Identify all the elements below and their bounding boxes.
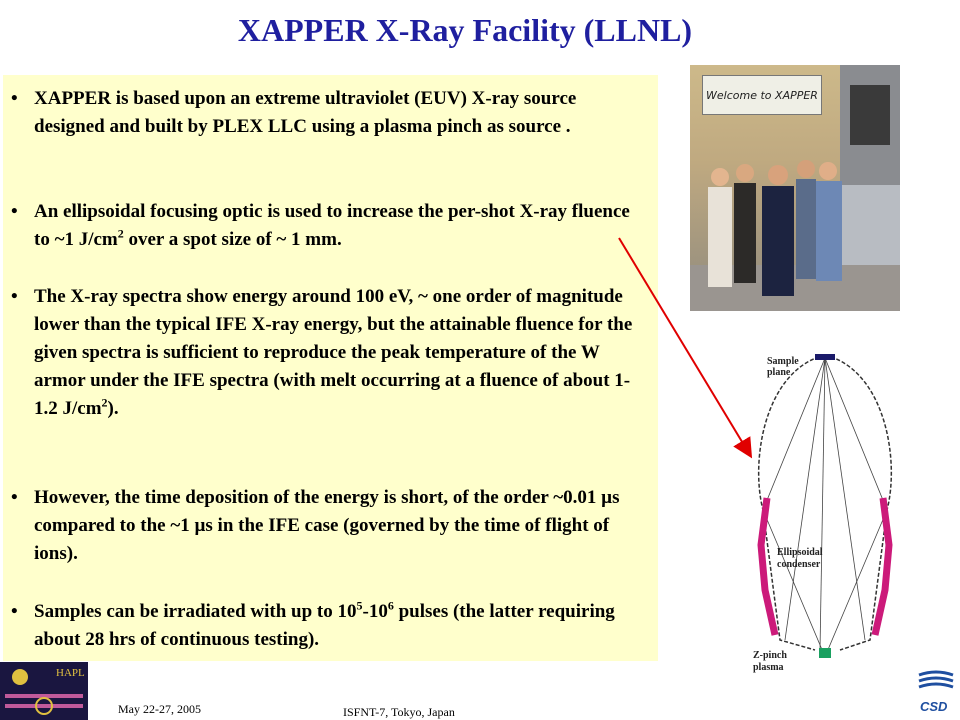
- label-z-pinch: Z-pinch: [753, 650, 787, 661]
- bullet-text: The X-ray spectra show energy around 100…: [34, 286, 633, 419]
- label-ellipsoidal: Ellipsoidal: [777, 547, 823, 558]
- bullet-text: XAPPER is based upon an extreme ultravio…: [34, 88, 577, 137]
- bullet-dot: •: [11, 88, 18, 109]
- bullet-item: • XAPPER is based upon an extreme ultrav…: [11, 85, 643, 141]
- person-body: [816, 181, 842, 281]
- footer-conference: ISFNT-7, Tokyo, Japan: [343, 705, 455, 719]
- slide-title: XAPPER X-Ray Facility (LLNL): [237, 12, 693, 48]
- logo-ring: [35, 697, 53, 715]
- person-body: [734, 183, 756, 283]
- csd-logo-text: CSD: [920, 699, 948, 714]
- person-body: [796, 179, 816, 279]
- person-body: [708, 187, 732, 287]
- person-head: [819, 162, 837, 180]
- red-arrow: [618, 237, 753, 459]
- ray-line: [784, 357, 826, 641]
- footer-date: May 22-27, 2005: [118, 702, 201, 716]
- person-body: [762, 186, 794, 296]
- ray-line: [819, 357, 826, 651]
- team-illustration: [690, 65, 900, 311]
- person-head: [768, 165, 788, 185]
- bullet-text: However, the time deposition of the ener…: [34, 487, 620, 564]
- hapl-logo-icon: HAPL: [0, 662, 88, 720]
- logo-band: [5, 704, 83, 708]
- bullet-item: • The X-ray spectra show energy around 1…: [11, 283, 643, 423]
- label-plane: plane: [767, 367, 791, 378]
- facility-photo: Welcome to XAPPER: [690, 65, 900, 311]
- label-condenser: condenser: [777, 559, 821, 570]
- ray-line: [826, 509, 888, 653]
- hapl-logo-text: HAPL: [56, 667, 85, 679]
- z-pinch-source: [819, 648, 831, 658]
- person-head: [736, 164, 754, 182]
- csd-logo-icon: CSD: [915, 667, 957, 717]
- sample-plane-marker: [815, 354, 835, 360]
- ray-line: [762, 357, 826, 511]
- bullet-text: Samples can be irradiated with up to 105…: [34, 598, 615, 650]
- condenser-diagram: Sample plane Ellipsoidal condenser Z-pin…: [753, 354, 893, 673]
- bullet-dot: •: [11, 601, 18, 622]
- bullet-text: An ellipsoidal focusing optic is used to…: [34, 201, 630, 250]
- condenser-left-mirror: [757, 497, 779, 636]
- bullet-text-box: • XAPPER is based upon an extreme ultrav…: [3, 75, 658, 661]
- logo-sun: [12, 669, 28, 685]
- welcome-sign: Welcome to XAPPER: [702, 75, 822, 115]
- bullet-item: • Samples can be irradiated with up to 1…: [11, 598, 643, 654]
- ray-line: [824, 357, 888, 511]
- csd-logo-waves: [918, 670, 954, 689]
- bullet-item: • However, the time deposition of the en…: [11, 484, 643, 568]
- bullet-item: • An ellipsoidal focusing optic is used …: [11, 198, 643, 254]
- label-plasma: plasma: [753, 662, 784, 673]
- person-head: [797, 160, 815, 178]
- bullet-dot: •: [11, 201, 18, 222]
- condenser-right-mirror: [871, 497, 893, 636]
- bullet-dot: •: [11, 487, 18, 508]
- label-sample: Sample: [767, 356, 799, 367]
- bullet-dot: •: [11, 286, 18, 307]
- ray-line: [824, 357, 866, 641]
- equipment-box: [850, 85, 890, 145]
- logo-band: [5, 694, 83, 698]
- ray-line: [762, 509, 824, 653]
- person-head: [711, 168, 729, 186]
